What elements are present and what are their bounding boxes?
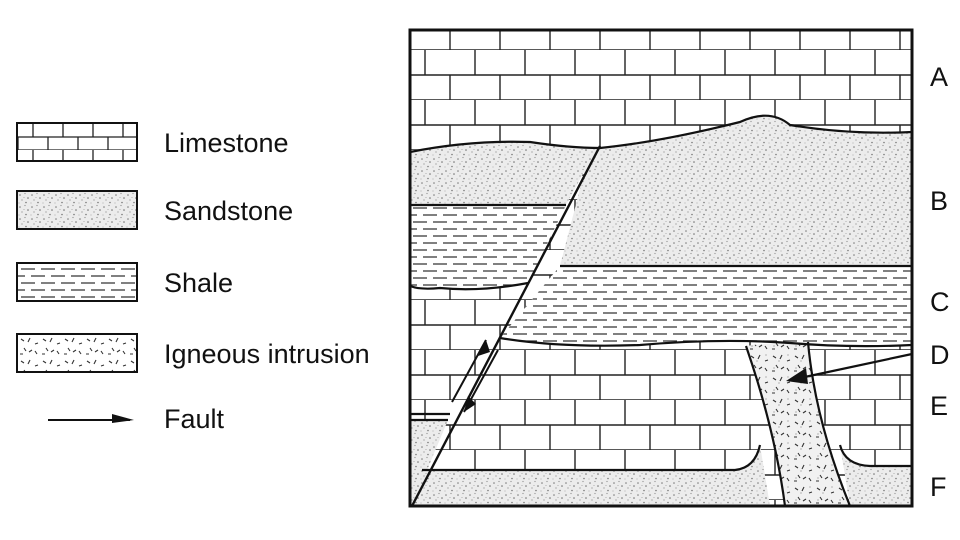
legend-label-sandstone: Sandstone xyxy=(164,196,294,226)
shale-swatch xyxy=(16,262,138,302)
fault-arrow-icon xyxy=(48,414,134,423)
layer-label-a: A xyxy=(930,62,948,92)
sandstone-layer-f-right xyxy=(840,445,912,506)
shale-layer-c xyxy=(500,266,912,347)
arrow-icon xyxy=(786,352,913,384)
limestone-swatch xyxy=(16,122,138,162)
sandstone-left-wedge xyxy=(410,420,448,506)
fault-movement-arrows xyxy=(451,339,499,413)
shale-left-block xyxy=(410,205,566,290)
legend-label-limestone: Limestone xyxy=(164,128,289,158)
sandstone-layer-b xyxy=(560,115,912,266)
legend-label-fault: Fault xyxy=(164,404,225,434)
layer-label-e: E xyxy=(930,391,948,421)
layer-label-b: B xyxy=(930,186,948,216)
sandstone-left-block xyxy=(410,141,597,205)
section-frame xyxy=(408,28,914,508)
igneous-intrusion-d xyxy=(746,342,850,506)
fault-arrow-down-icon xyxy=(464,396,476,412)
layer-label-c: C xyxy=(930,287,950,317)
fault-arrow-up-icon xyxy=(478,340,490,356)
layer-label-d: D xyxy=(930,340,950,370)
igneous-swatch xyxy=(16,333,138,373)
layer-label-f: F xyxy=(930,472,947,502)
fault-line xyxy=(410,145,602,506)
sandstone-swatch xyxy=(16,190,138,230)
sandstone-layer-f xyxy=(410,445,770,506)
legend-label-igneous: Igneous intrusion xyxy=(164,339,370,369)
legend-label-shale: Shale xyxy=(164,268,234,298)
